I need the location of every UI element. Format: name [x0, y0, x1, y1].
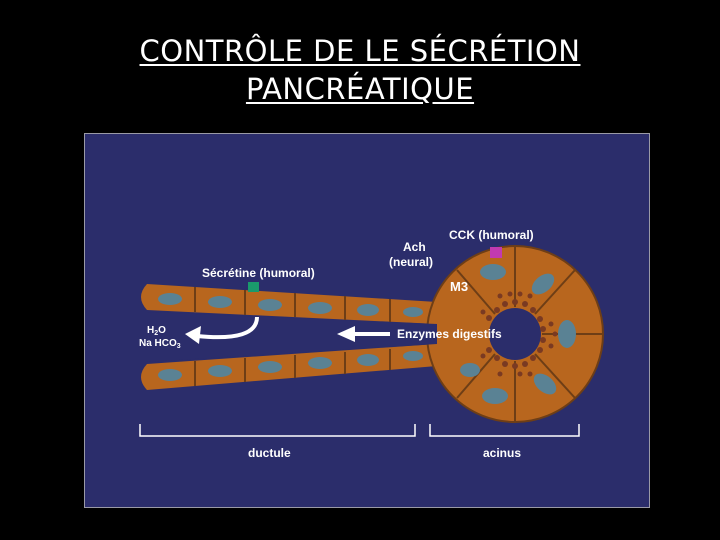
- ductule-nuclei-upper: [158, 293, 423, 317]
- title-line-2: PANCRÉATIQUE: [245, 72, 475, 106]
- zymogen-granules: [480, 291, 558, 377]
- ach-label-line1: Ach: [403, 240, 426, 254]
- ductule-cell-borders: [194, 287, 391, 386]
- cck-receptor: [490, 247, 502, 258]
- ductule-label: ductule: [248, 446, 291, 460]
- enzymes-label: Enzymes digestifs: [397, 327, 502, 341]
- bicarbonate-arrow: [196, 316, 259, 340]
- slide-title: CONTRÔLE DE LE SÉCRÉTION PANCRÉATIQUE: [0, 32, 720, 108]
- ductule-bracket: [139, 424, 416, 437]
- pancreas-diagram: Sécrétine (humoral) CCK (humoral) Ach (n…: [84, 133, 650, 508]
- acinar-nuclei: [460, 264, 576, 404]
- acinus-label: acinus: [483, 446, 521, 460]
- diagram-canvas: Sécrétine (humoral) CCK (humoral) Ach (n…: [85, 134, 649, 507]
- ach-label-line2: (neural): [389, 255, 433, 269]
- secretine-receptor: [248, 282, 259, 292]
- ductule-nuclei-lower: [158, 351, 423, 381]
- nahco3-label: Na HCO3: [139, 338, 181, 350]
- m3-receptor-label: M3: [450, 279, 468, 294]
- cck-label: CCK (humoral): [449, 228, 534, 242]
- title-line-1: CONTRÔLE DE LE SÉCRÉTION: [139, 34, 581, 68]
- acinus-lumen: [489, 308, 541, 360]
- acinus-bracket: [429, 424, 580, 437]
- enzymes-arrowhead: [337, 326, 355, 342]
- ductule-lumen: [147, 312, 437, 362]
- bicarbonate-arrowhead: [185, 326, 201, 344]
- acinus-cell-borders: [456, 246, 603, 422]
- secretine-label: Sécrétine (humoral): [202, 266, 315, 280]
- h2o-label: H2O: [147, 325, 166, 337]
